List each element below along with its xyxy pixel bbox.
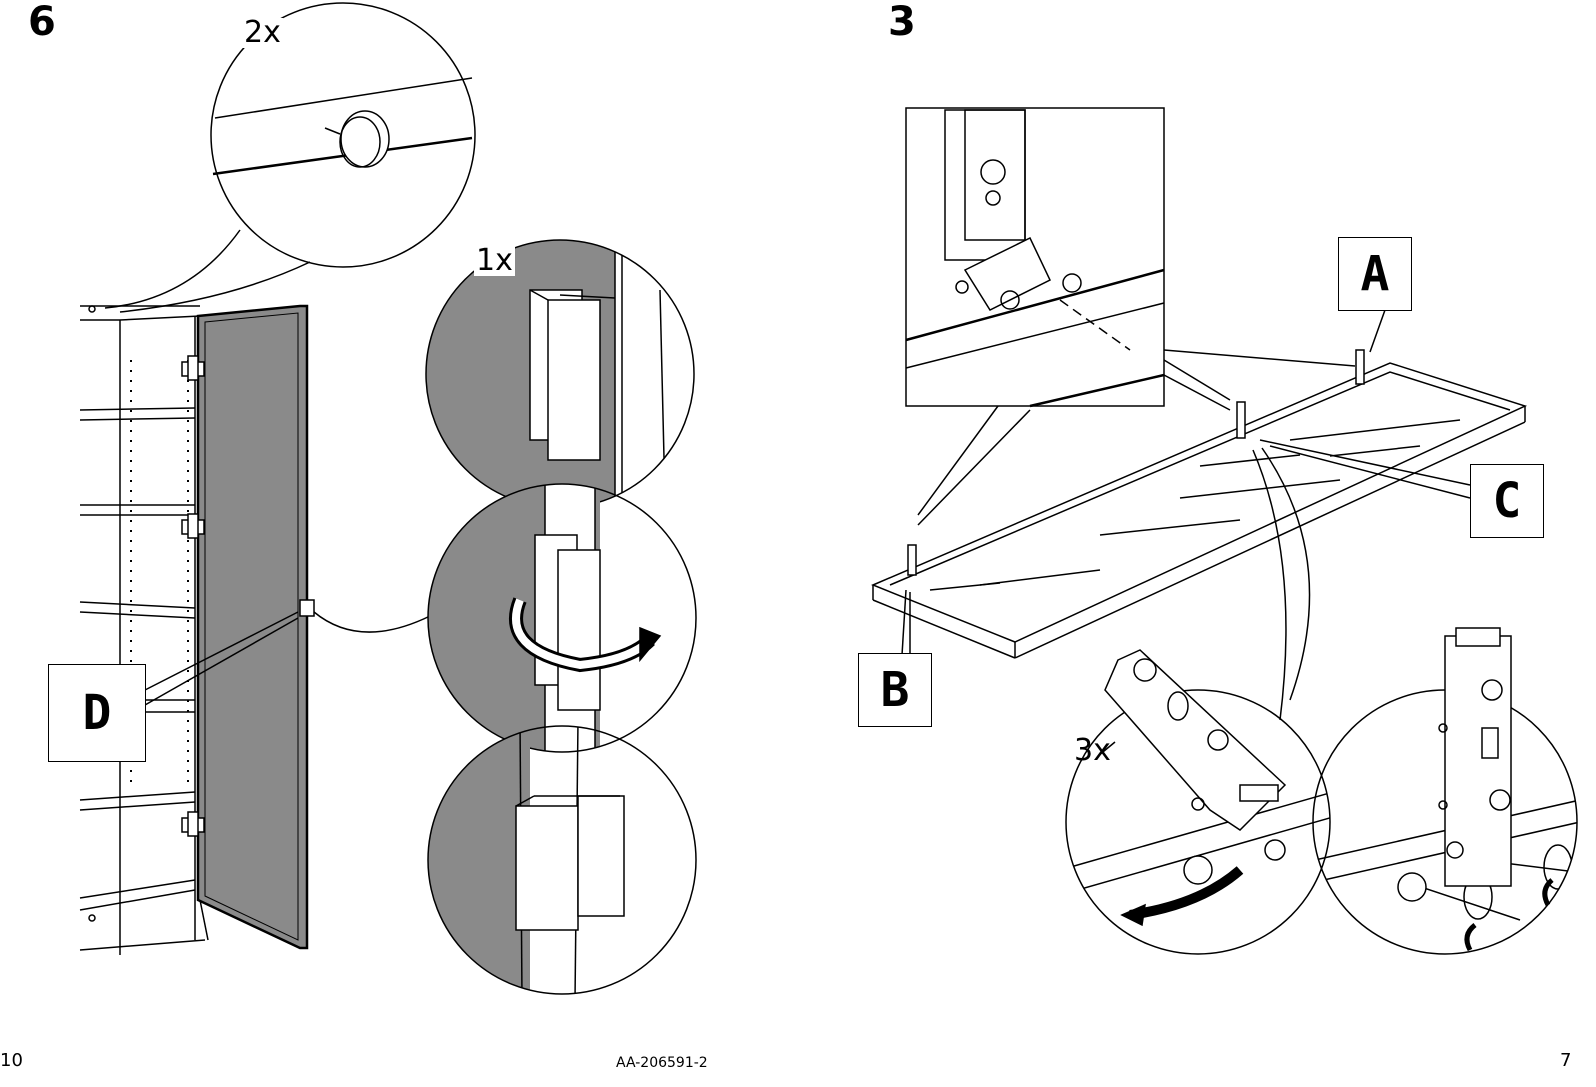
clip-quantity: 1x: [474, 246, 515, 276]
page-number-right: 7: [1560, 1052, 1571, 1070]
part-label-c: C: [1470, 464, 1544, 538]
stopper-quantity: 2x: [242, 18, 283, 48]
door-panel: [198, 306, 314, 948]
step-number-right: 3: [888, 2, 916, 42]
step-number-left: 6: [28, 2, 56, 42]
zoom-circle-stopper: [105, 3, 475, 312]
shelf-board: [873, 363, 1525, 658]
zoom-circle-clip-2: [420, 480, 696, 760]
zoom-circle-hinge-adjust: [1060, 650, 1340, 954]
page-number-left: 10: [0, 1052, 23, 1070]
hinge-quantity: 3x: [1072, 736, 1113, 766]
document-id: AA-206591-2: [616, 1056, 708, 1070]
zoom-circle-hinge-screws: [1313, 628, 1596, 954]
part-label-d: D: [48, 664, 146, 762]
part-label-b: B: [858, 653, 932, 727]
zoom-circle-clip-3: [420, 720, 696, 1000]
part-label-a: A: [1338, 237, 1412, 311]
